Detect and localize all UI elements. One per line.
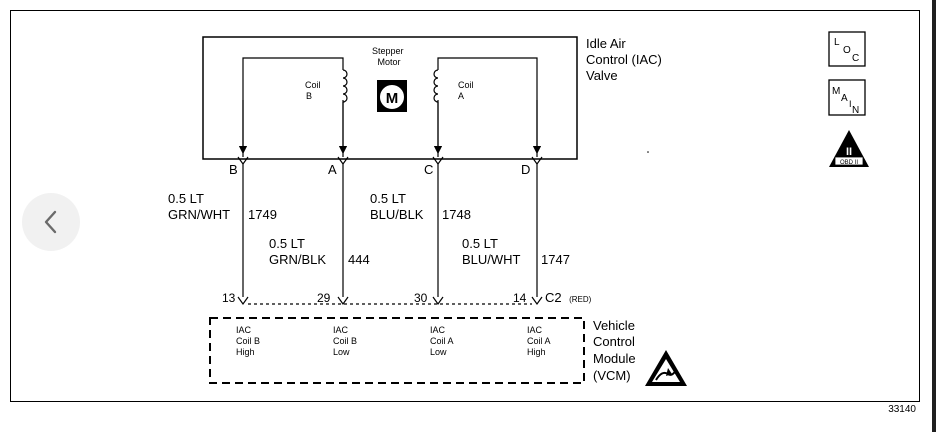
figure-number: 33140 xyxy=(888,404,916,415)
valve-pin-chevrons xyxy=(237,156,543,166)
iac-valve-body xyxy=(202,36,578,160)
coil-b xyxy=(238,57,348,157)
pin-d-label: D xyxy=(521,162,530,177)
svg-text:M: M xyxy=(386,90,399,107)
svg-text:I: I xyxy=(849,99,852,109)
terminal-14: 14 xyxy=(513,291,527,305)
vcm-input-coil-a-low: IAC Coil A Low xyxy=(430,325,456,357)
loc-icon: L O C xyxy=(828,31,866,67)
coil-b-label: Coil B xyxy=(305,80,323,101)
svg-text:A: A xyxy=(841,93,848,104)
pin-a-label: A xyxy=(328,162,337,177)
svg-text:OBD II: OBD II xyxy=(840,160,858,166)
wire-label-1749: 0.5 LT GRN/WHT 1749 xyxy=(168,191,277,222)
diagram-frame xyxy=(10,10,920,402)
wire-label-1748: 0.5 LT BLU/BLK 1748 xyxy=(370,191,471,222)
vcm-name: Vehicle Control Module (VCM) xyxy=(593,318,639,383)
iac-valve-name: Idle Air Control (IAC) Valve xyxy=(586,36,665,83)
svg-text:O: O xyxy=(843,45,851,56)
c2-connector-chevrons xyxy=(237,296,543,306)
svg-text:C: C xyxy=(852,53,859,64)
previous-image-button[interactable] xyxy=(22,193,80,251)
wire-label-444: 0.5 LT GRN/BLK 444 xyxy=(269,236,370,267)
stepper-motor-label: Stepper Motor xyxy=(372,46,406,67)
stray-mark xyxy=(647,151,649,153)
terminal-13: 13 xyxy=(222,291,236,305)
esd-warning-icon xyxy=(645,350,687,386)
main-icon: M A I N xyxy=(828,79,866,116)
coil-a-label: Coil A xyxy=(458,80,476,101)
window-edge xyxy=(932,0,936,432)
wires xyxy=(242,164,538,297)
stepper-motor-symbol: M xyxy=(377,80,407,112)
svg-text:L: L xyxy=(834,37,840,48)
obd-ii-icon: II OBD II xyxy=(829,130,869,167)
vcm-input-coil-b-high: IAC Coil B High xyxy=(236,325,263,357)
coil-a xyxy=(433,57,542,157)
svg-text:II: II xyxy=(846,146,852,158)
connector-c2-label: C2 (RED) xyxy=(545,289,592,306)
pin-b-label: B xyxy=(229,162,238,177)
vcm-input-coil-a-high: IAC Coil A High xyxy=(527,325,553,357)
svg-text:M: M xyxy=(832,86,840,97)
svg-text:N: N xyxy=(852,105,859,116)
wire-label-1747: 0.5 LT BLU/WHT 1747 xyxy=(462,236,570,267)
terminal-30: 30 xyxy=(414,291,428,305)
vcm-input-coil-b-low: IAC Coil B Low xyxy=(333,325,360,357)
chevron-left-icon xyxy=(44,210,57,234)
terminal-29: 29 xyxy=(317,291,331,305)
pin-c-label: C xyxy=(424,162,433,177)
vcm-box xyxy=(209,317,585,384)
